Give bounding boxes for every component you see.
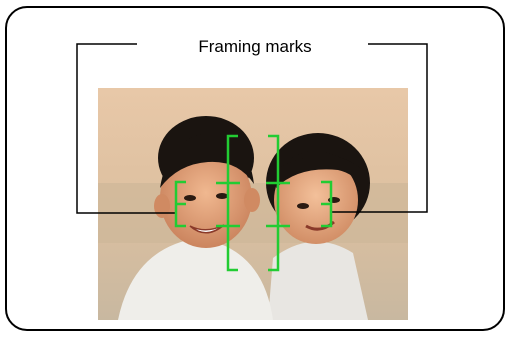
center-right-bracket xyxy=(268,134,280,272)
framing-marks-label: Framing marks xyxy=(198,37,312,56)
callout-leader-lines xyxy=(76,43,428,214)
framing-marks xyxy=(174,134,333,272)
left-leader-line xyxy=(76,43,176,214)
center-left-bracket xyxy=(226,134,238,272)
two-children-photo-icon xyxy=(98,88,408,320)
right-leader-line xyxy=(330,43,428,213)
camera-preview-photo xyxy=(98,88,408,320)
